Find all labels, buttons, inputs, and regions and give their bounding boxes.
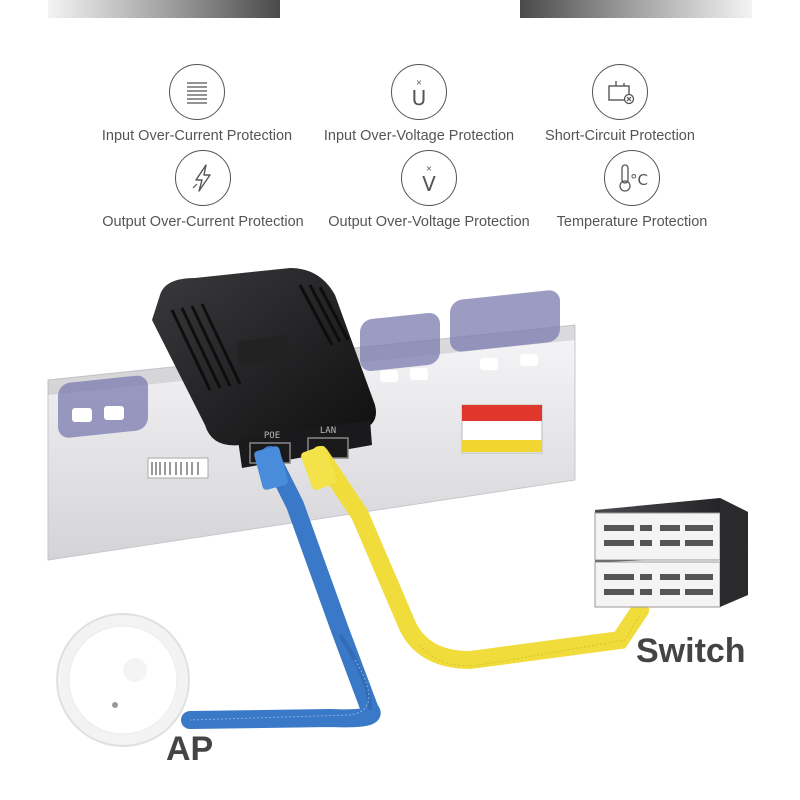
svg-text:V: V (422, 172, 436, 195)
top-decor-bar-right (520, 0, 752, 18)
svg-text:°C: °C (630, 171, 648, 189)
svg-text:×: × (426, 164, 433, 173)
feature-output-over-current: Output Over-Current Protection (88, 150, 318, 230)
stacked-lines-icon (169, 64, 225, 120)
feature-label: Output Over-Voltage Protection (328, 214, 530, 230)
svg-text:×: × (416, 78, 423, 87)
svg-text:U: U (412, 86, 427, 109)
ap-label: AP (166, 730, 214, 768)
lightning-icon (175, 150, 231, 206)
network-switch (594, 498, 748, 608)
feature-label: Output Over-Current Protection (102, 214, 304, 230)
feature-input-over-current: Input Over-Current Protection (82, 64, 312, 144)
feature-label: Short-Circuit Protection (545, 128, 695, 144)
poe-adapter: POE LAN (152, 268, 376, 468)
feature-label: Input Over-Current Protection (101, 128, 293, 144)
blue-cable (181, 446, 381, 729)
feature-temperature: °C Temperature Protection (517, 150, 747, 230)
feature-label: Input Over-Voltage Protection (323, 128, 515, 144)
thermometer-icon: °C (604, 150, 660, 206)
feature-output-over-voltage: ×V Output Over-Voltage Protection (314, 150, 544, 230)
battery-short-icon (592, 64, 648, 120)
lan-port-label: LAN (320, 426, 336, 436)
switch-label: Switch (636, 632, 746, 670)
top-decor-bar-left (48, 0, 280, 18)
feature-input-over-voltage: ×U Input Over-Voltage Protection (304, 64, 534, 144)
v-voltage-icon: ×V (401, 150, 457, 206)
poe-injector-scene: POE LAN (47, 268, 748, 747)
feature-label: Temperature Protection (556, 214, 708, 230)
access-point (56, 613, 190, 747)
u-voltage-icon: ×U (391, 64, 447, 120)
yellow-cable (301, 445, 649, 670)
poe-port-label: POE (264, 431, 280, 441)
feature-short-circuit: Short-Circuit Protection (505, 64, 735, 144)
